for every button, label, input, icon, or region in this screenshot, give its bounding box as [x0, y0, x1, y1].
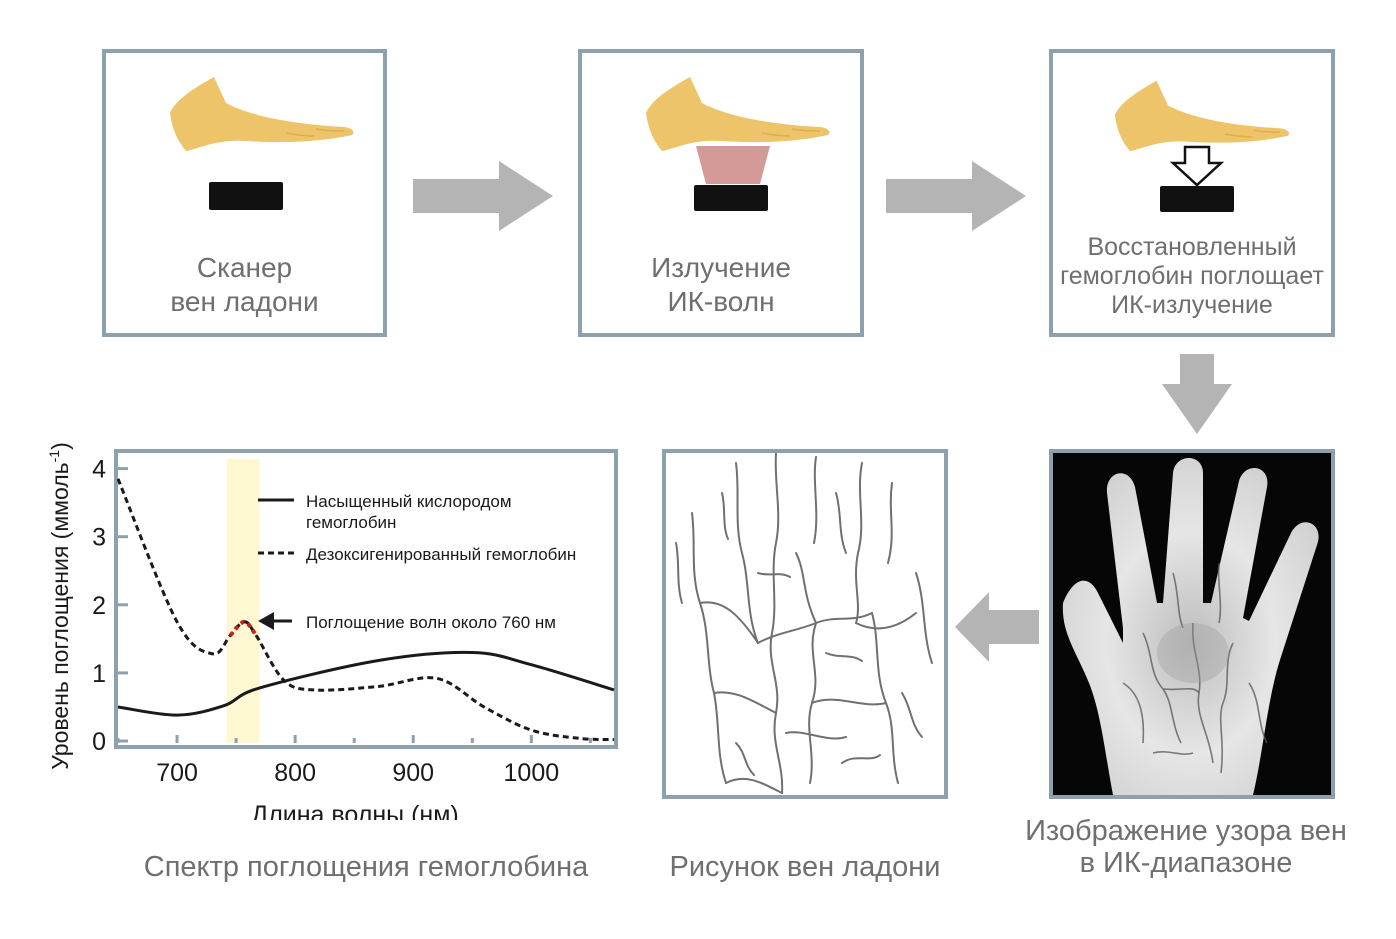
chart-frame — [114, 449, 618, 749]
series-oxygenated-hemoglobin — [117, 650, 615, 717]
ir-vein-image-panel — [1049, 449, 1335, 799]
step-emission-caption: Излучение ИК-волн — [651, 252, 791, 317]
step-scanner-caption: Сканер вен ладони — [170, 252, 319, 317]
y-tick-label-2: 2 — [92, 592, 106, 620]
peak-marker-760nm — [228, 619, 258, 637]
right-arrow-icon — [886, 161, 1026, 231]
vein-pattern-caption: Рисунок вен ладони — [669, 851, 941, 883]
series-deoxygenated-hemoglobin — [116, 478, 615, 742]
absorption-spectrum-chart: 700 800 900 1000 0 1 2 3 4 Насыщенный кислородом… — [46, 442, 618, 820]
legend-deoxy-label: Дезоксигенированный гемоглобин — [306, 545, 576, 564]
down-arrow-icon — [1162, 354, 1232, 434]
x-tick-label-700: 700 — [156, 759, 198, 787]
ir-beam-icon — [696, 146, 770, 184]
hand-icon — [1114, 80, 1290, 152]
ir-hand-image — [1053, 453, 1331, 795]
hand-icon — [170, 77, 354, 151]
x-tick-label-800: 800 — [274, 759, 316, 787]
y-tick-label-3: 3 — [92, 524, 106, 552]
annotation-arrow — [258, 612, 292, 630]
scanner-device-icon — [209, 182, 283, 210]
annotation-label: Поглощение волн около 760 нм — [306, 613, 556, 632]
step-absorption-panel: Восстановленный гемоглобин поглощает ИК-… — [1049, 49, 1335, 337]
ir-image-caption: Изображение узора вен в ИК-диапазоне — [1025, 815, 1347, 880]
scanner-device-icon — [694, 185, 768, 211]
scanner-device-icon — [1160, 186, 1234, 212]
right-arrow-icon — [413, 161, 553, 231]
down-arrow-icon — [1169, 145, 1225, 187]
step-scanner-panel: Сканер вен ладони — [102, 49, 387, 337]
vein-pattern-panel — [662, 449, 948, 799]
left-arrow-icon — [955, 592, 1039, 662]
y-tick-label-1: 1 — [92, 660, 106, 688]
x-tick-label-900: 900 — [392, 759, 434, 787]
y-tick-label-0: 0 — [92, 728, 106, 756]
spectrum-caption: Спектр поглощения гемоглобина — [143, 851, 589, 883]
legend-oxy-label-line1: Насыщенный кислородом — [306, 492, 512, 511]
vein-pattern-drawing — [675, 453, 933, 794]
x-tick-label-1000: 1000 — [504, 759, 560, 787]
hand-icon — [646, 77, 830, 151]
step-absorption-caption: Восстановленный гемоглобин поглощает ИК-… — [1060, 233, 1324, 319]
x-axis-label: Длина волны (нм) — [251, 801, 458, 820]
y-axis-label: Уровень поглощения (ммоль-1) — [46, 442, 73, 770]
legend-oxy-label-line2: гемоглобин — [306, 513, 396, 532]
step-emission-panel: Излучение ИК-волн — [578, 49, 864, 337]
y-tick-label-4: 4 — [92, 456, 106, 484]
